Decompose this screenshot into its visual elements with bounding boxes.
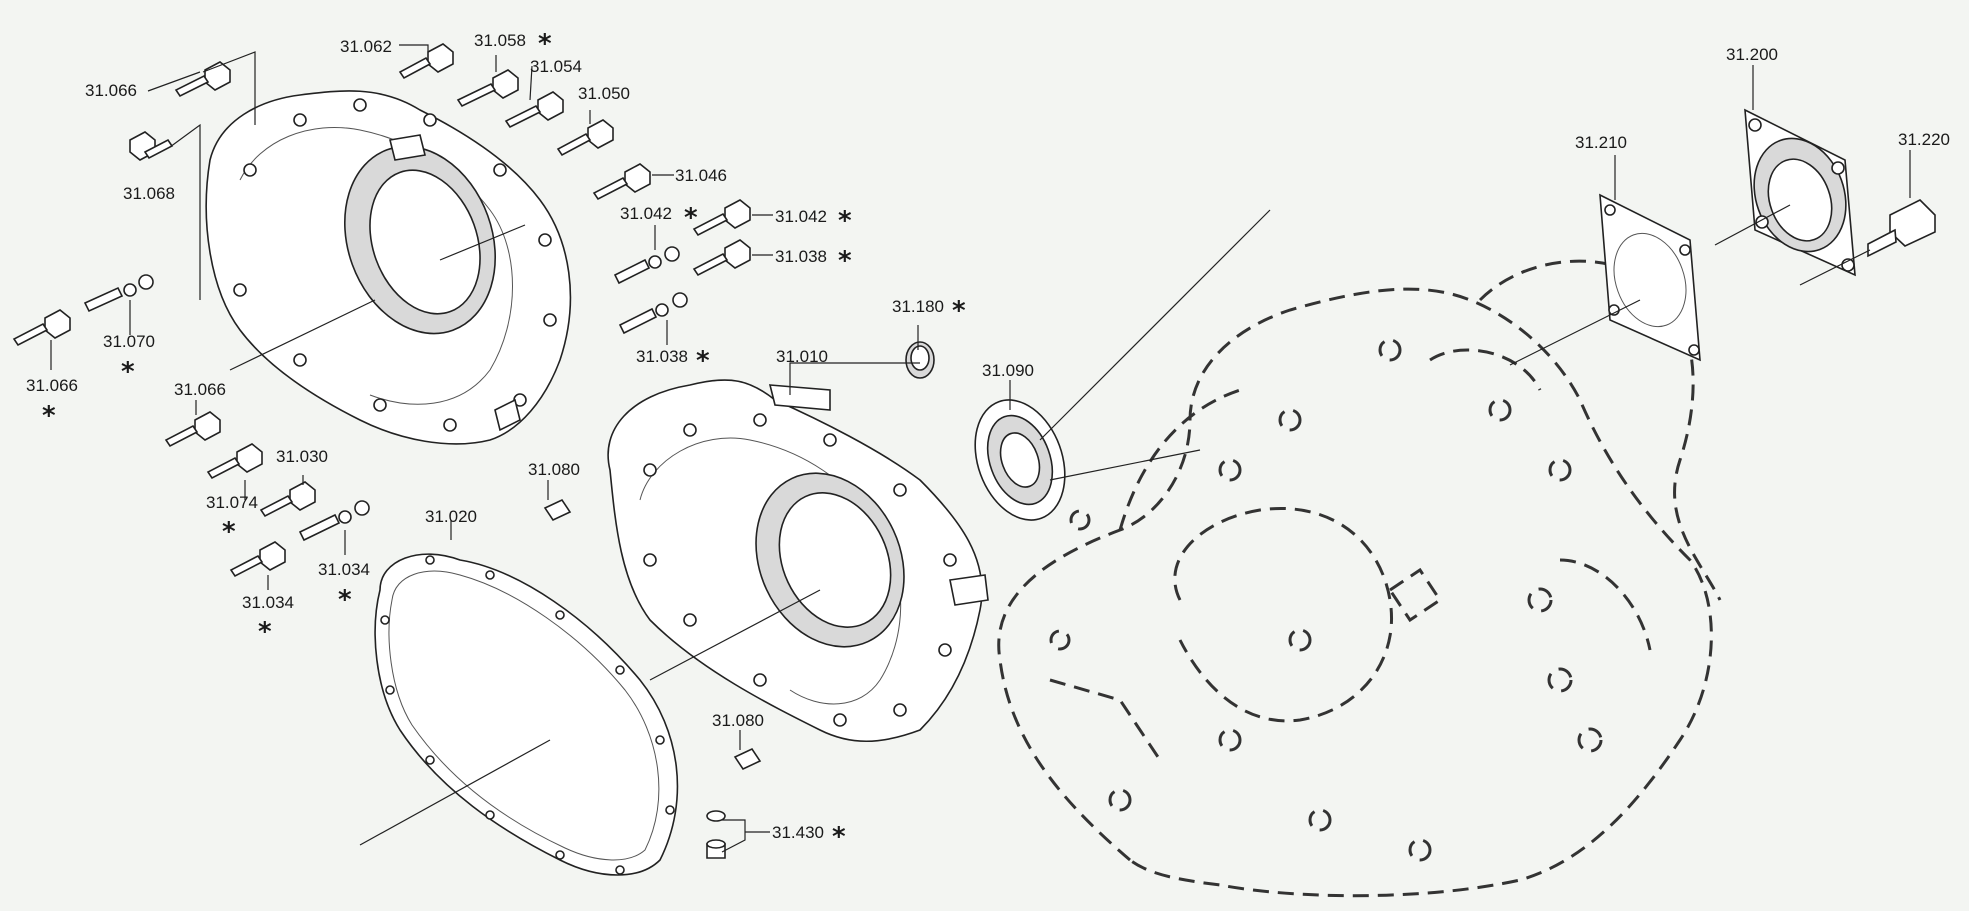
bolt-31-050 xyxy=(556,119,614,157)
bolt-31-042 xyxy=(692,199,751,237)
star-31-180: * xyxy=(952,296,966,326)
label-31-080-b: 31.080 xyxy=(712,711,764,730)
label-31-062: 31.062 xyxy=(340,37,392,56)
star-31-070: * xyxy=(121,357,135,387)
label-31-038-a: 31.038 xyxy=(775,247,827,266)
star-31-034-a: * xyxy=(258,617,272,647)
bolt-31-054 xyxy=(504,91,564,129)
label-31-050: 31.050 xyxy=(578,84,630,103)
bolt-31-066-top xyxy=(174,61,231,98)
label-31-066-mid: 31.066 xyxy=(174,380,226,399)
label-31-046: 31.046 xyxy=(675,166,727,185)
bolt-31-068 xyxy=(129,131,174,161)
bolt-31-220 xyxy=(1867,199,1936,258)
bolt-31-058 xyxy=(456,69,519,108)
label-31-034-a: 31.034 xyxy=(242,593,294,612)
leader-lines xyxy=(50,44,1911,853)
stud-31-034 xyxy=(298,500,370,542)
label-31-066-top: 31.066 xyxy=(85,81,137,100)
stud-31-038 xyxy=(618,292,688,335)
bearing-31-090 xyxy=(974,399,1066,521)
part-labels: 31.062 31.058 * 31.054 31.050 31.066 31.… xyxy=(26,29,1950,852)
label-31-220: 31.220 xyxy=(1898,130,1950,149)
label-31-030: 31.030 xyxy=(276,447,328,466)
intermediate-housing-31-010 xyxy=(607,379,989,742)
front-cover-housing xyxy=(205,90,572,445)
bolt-31-030 xyxy=(259,481,316,518)
label-31-074: 31.074 xyxy=(206,493,258,512)
label-31-070: 31.070 xyxy=(103,332,155,351)
label-31-054: 31.054 xyxy=(530,57,582,76)
star-31-038-a: * xyxy=(838,246,852,276)
label-31-430: 31.430 xyxy=(772,823,824,842)
label-31-058: 31.058 xyxy=(474,31,526,50)
label-31-210: 31.210 xyxy=(1575,133,1627,152)
bolt-31-038 xyxy=(692,239,751,277)
label-31-066-left: 31.066 xyxy=(26,376,78,395)
cover-gasket-31-210 xyxy=(1599,193,1701,362)
star-31-042-a: * xyxy=(684,203,698,233)
label-31-200: 31.200 xyxy=(1726,45,1778,64)
bolt-31-034 xyxy=(229,541,286,578)
star-31-066-left: * xyxy=(42,401,56,431)
star-31-430: * xyxy=(832,822,846,852)
star-31-042-b: * xyxy=(838,206,852,236)
label-31-080-a: 31.080 xyxy=(528,460,580,479)
dowel-31-080-lower xyxy=(733,747,762,771)
label-31-042-b: 31.042 xyxy=(775,207,827,226)
ring-31-180 xyxy=(905,341,935,379)
star-31-034-b: * xyxy=(338,585,352,615)
transmission-housing-outline xyxy=(997,259,1722,898)
plug-31-430 xyxy=(706,810,726,859)
label-31-042-a: 31.042 xyxy=(620,204,672,223)
label-31-038-b: 31.038 xyxy=(636,347,688,366)
label-31-180: 31.180 xyxy=(892,297,944,316)
label-31-090: 31.090 xyxy=(982,361,1034,380)
dowel-31-080-upper xyxy=(543,498,572,522)
bolt-31-046 xyxy=(592,163,651,201)
stud-31-042 xyxy=(613,246,680,285)
label-31-034-b: 31.034 xyxy=(318,560,370,579)
stud-31-070 xyxy=(83,274,154,313)
label-31-010: 31.010 xyxy=(776,347,828,366)
label-31-068: 31.068 xyxy=(123,184,175,203)
label-31-020: 31.020 xyxy=(425,507,477,526)
star-31-074: * xyxy=(222,517,236,547)
bolt-31-074 xyxy=(206,443,263,480)
housing-gasket-31-020 xyxy=(374,553,679,876)
bolt-31-066-mid xyxy=(164,411,221,448)
star-31-038-b: * xyxy=(696,346,710,376)
bolt-31-066-left xyxy=(12,309,71,347)
star-31-058: * xyxy=(538,29,552,59)
cover-plate-31-200 xyxy=(1744,108,1856,277)
bolt-31-062 xyxy=(398,43,454,80)
